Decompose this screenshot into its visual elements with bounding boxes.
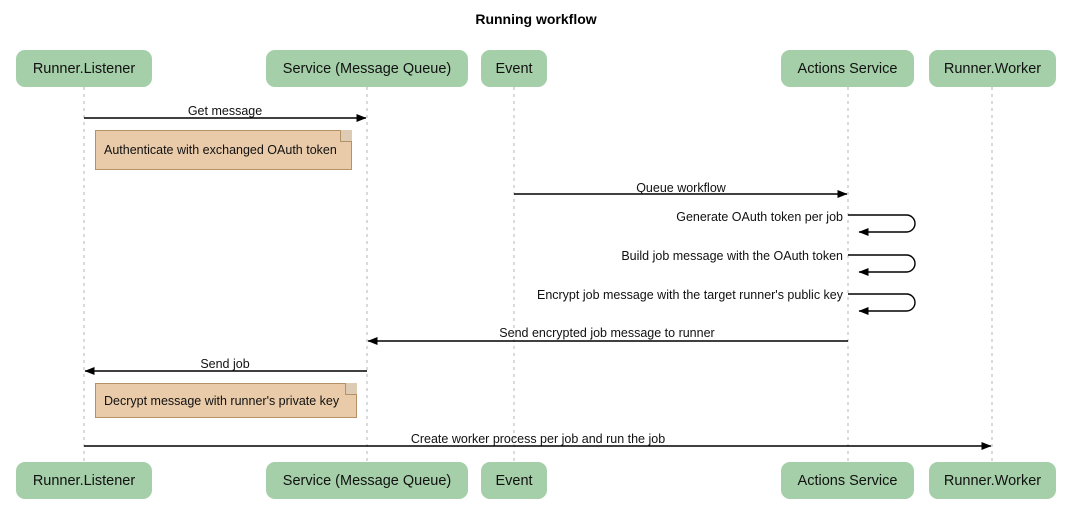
participant-label: Runner.Listener [32,60,136,77]
participant-label: Actions Service [797,60,898,77]
note-fold-corner-icon [345,383,357,395]
participant-bottom-event[interactable]: Event [481,462,547,499]
note-text: Decrypt message with runner's private ke… [104,393,340,408]
participant-top-actions-service[interactable]: Actions Service [781,50,914,87]
participant-top-event[interactable]: Event [481,50,547,87]
participant-label: Event [495,60,533,77]
participant-label: Service (Message Queue) [282,472,452,489]
participant-bottom-runner-listener[interactable]: Runner.Listener [16,462,152,499]
participant-label: Actions Service [797,472,898,489]
page-title: Running workflow [475,11,597,27]
self-message-encrypt-job-message-with-the-target-runners-public-key [848,293,916,315]
message-label-encrypt-job-message-with-the-target-runners-public-key: Encrypt job message with the target runn… [536,288,843,302]
note-fold-corner-icon [340,130,352,142]
participant-bottom-service-message-queue[interactable]: Service (Message Queue) [266,462,468,499]
participant-label: Service (Message Queue) [282,60,452,77]
participant-top-runner-listener[interactable]: Runner.Listener [16,50,152,87]
participant-label: Runner.Worker [943,472,1042,489]
self-message-build-job-message-with-the-oauth-token [848,254,916,276]
message-label-send-job: Send job [200,357,250,371]
participant-bottom-runner-worker[interactable]: Runner.Worker [929,462,1056,499]
note-authenticate-with-exchanged-oauth-token: Authenticate with exchanged OAuth token [95,130,352,170]
participant-label: Runner.Worker [943,60,1042,77]
message-label-create-worker-process-per-job-and-run-the-job: Create worker process per job and run th… [410,432,666,446]
message-label-generate-oauth-token-per-job: Generate OAuth token per job [676,210,843,224]
message-label-send-encrypted-job-message-to-runner: Send encrypted job message to runner [499,326,715,340]
note-decrypt-message-with-runners-private-key: Decrypt message with runner's private ke… [95,383,357,418]
participant-bottom-actions-service[interactable]: Actions Service [781,462,914,499]
participant-label: Event [495,472,533,489]
participant-label: Runner.Listener [32,472,136,489]
message-line-group [84,114,992,450]
self-message-generate-oauth-token-per-job [848,214,916,236]
participant-top-runner-worker[interactable]: Runner.Worker [929,50,1056,87]
message-label-build-job-message-with-the-oauth-token: Build job message with the OAuth token [621,249,843,263]
note-text: Authenticate with exchanged OAuth token [104,143,337,157]
participant-top-service-message-queue[interactable]: Service (Message Queue) [266,50,468,87]
message-label-get-message: Get message [187,104,263,118]
message-label-queue-workflow: Queue workflow [636,181,726,195]
